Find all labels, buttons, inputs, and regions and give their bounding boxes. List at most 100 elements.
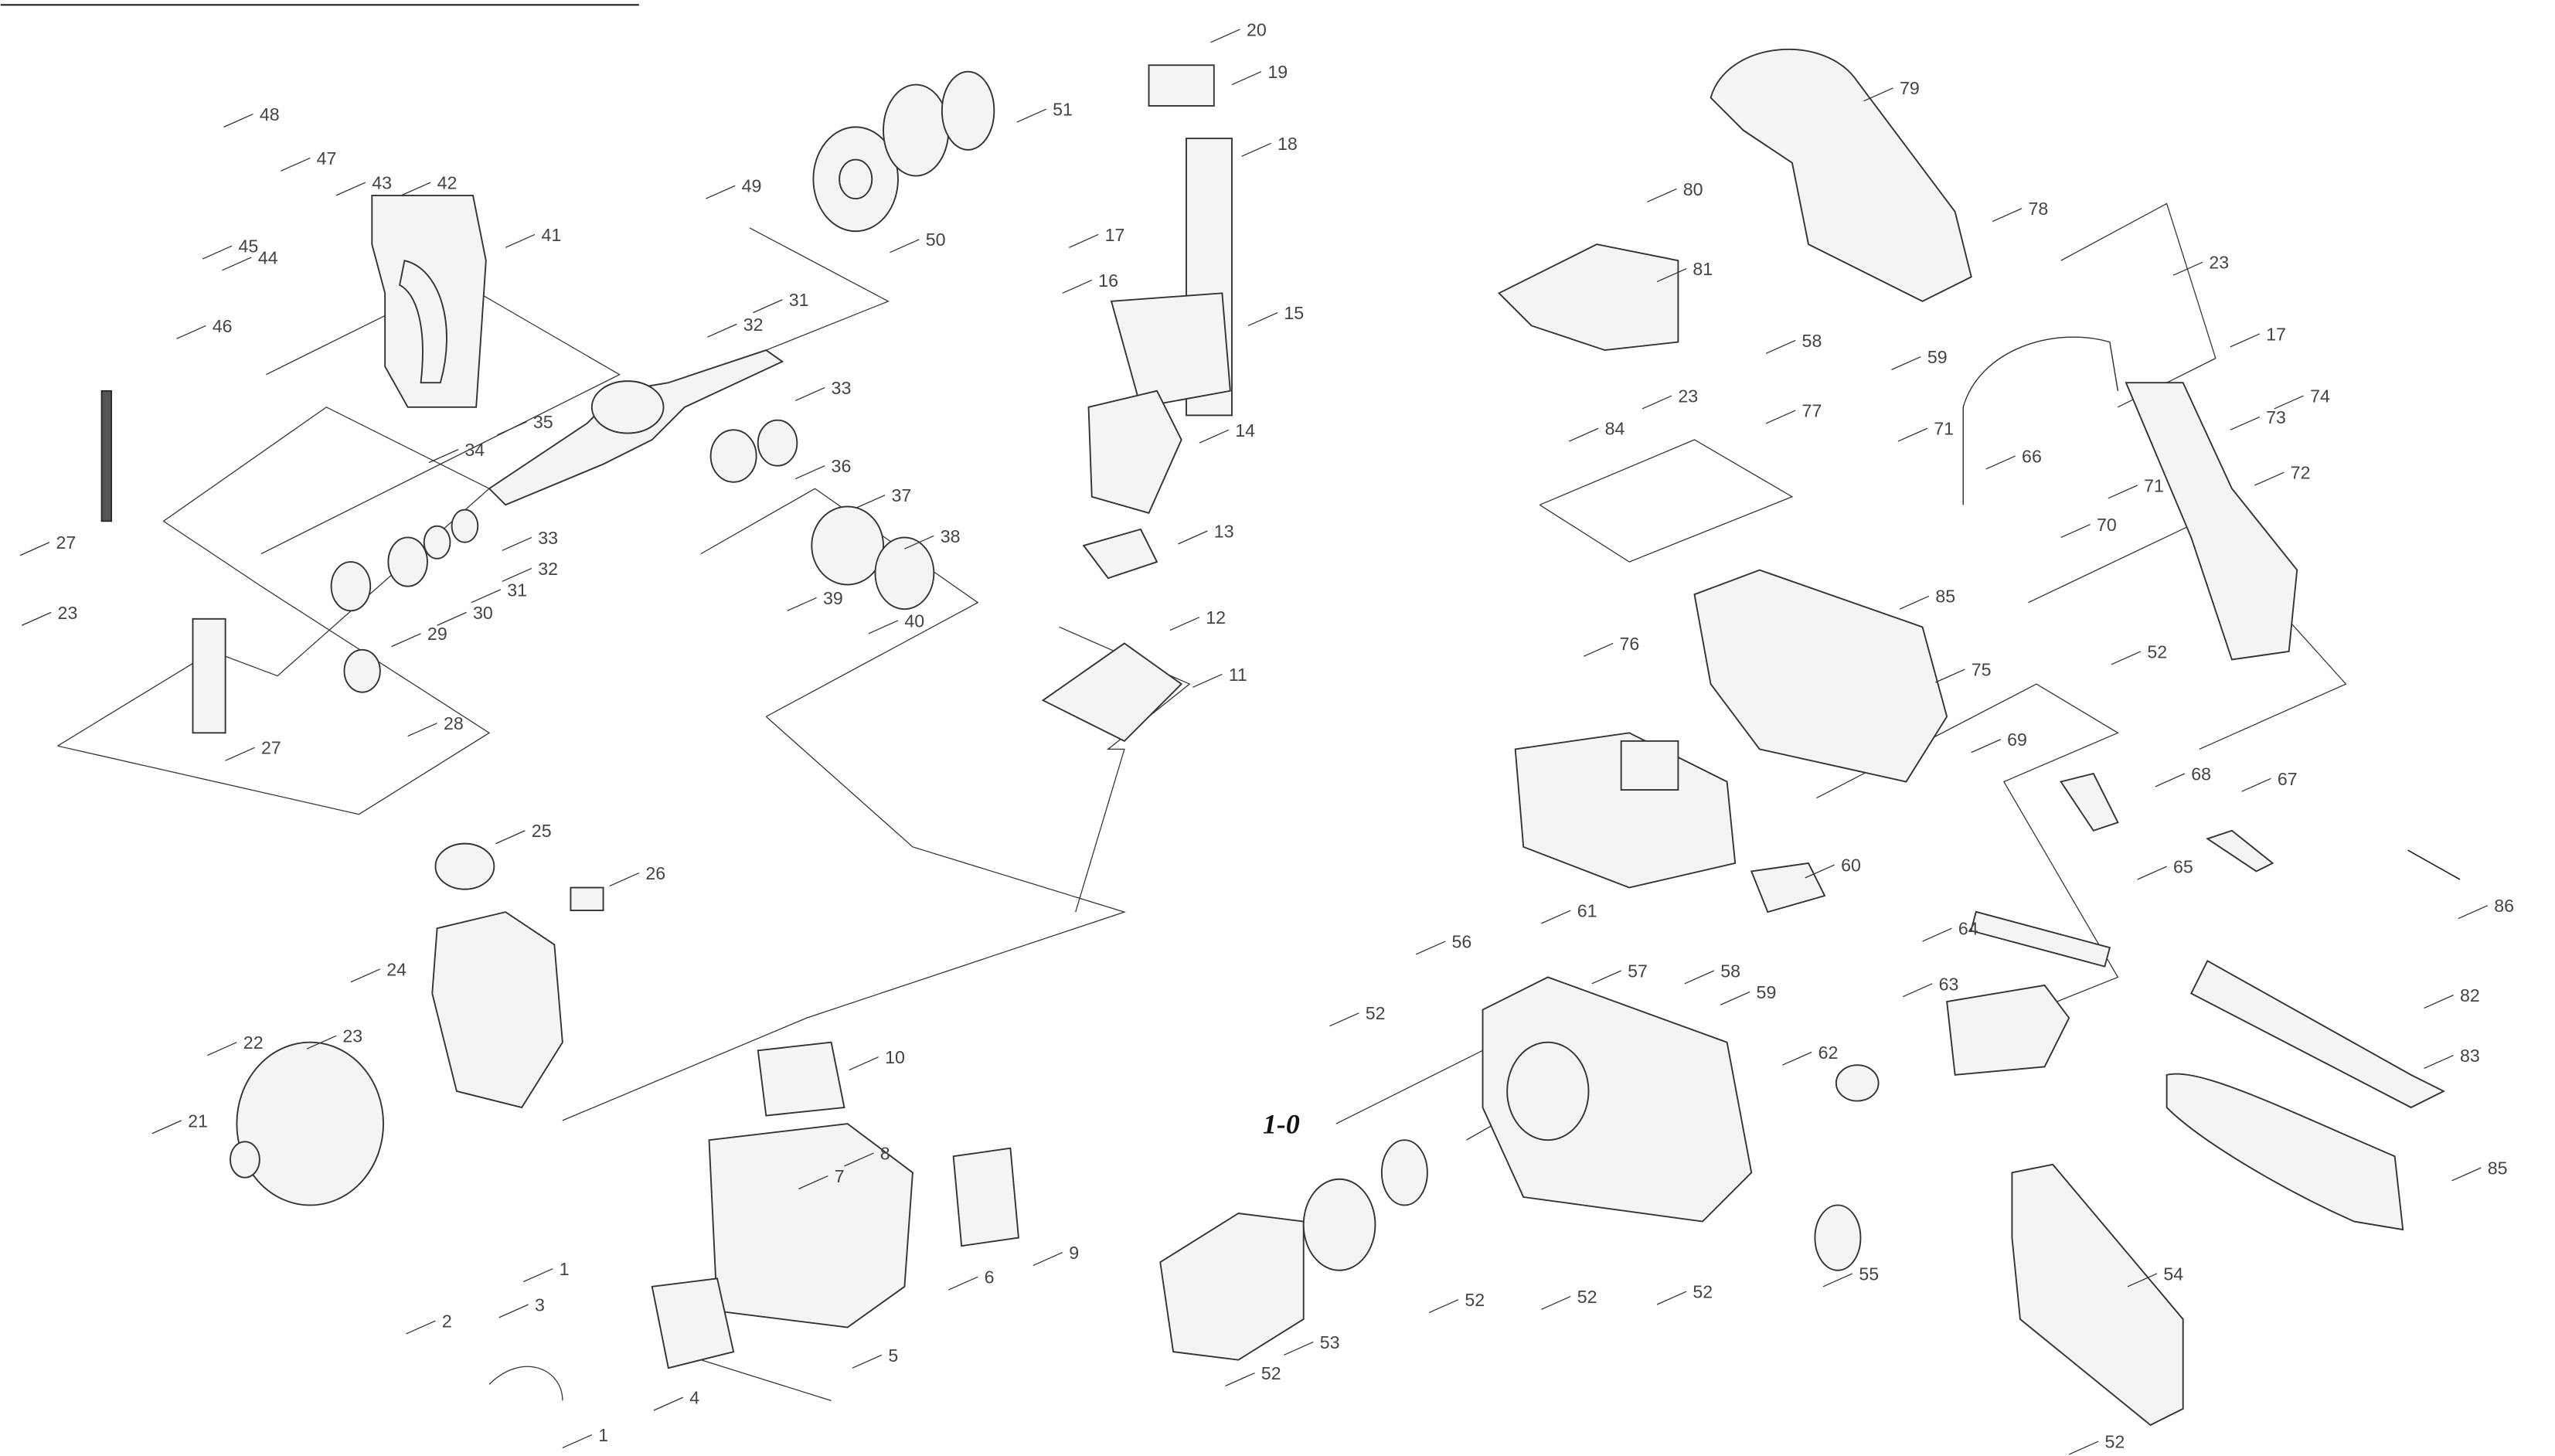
leader-line [707, 323, 737, 338]
part-number-44: 44 [258, 247, 278, 267]
leader-line [794, 386, 825, 401]
part-number-53: 53 [1320, 1332, 1340, 1352]
part-number-70: 70 [2097, 515, 2117, 535]
part-number-23: 23 [1678, 386, 1698, 407]
part-number-14: 14 [1235, 420, 1255, 441]
leader-line [502, 567, 532, 582]
part-number-85: 85 [2488, 1158, 2508, 1178]
leader-line [2111, 651, 2142, 665]
leader-line [497, 421, 527, 436]
part-number-59: 59 [1927, 347, 1948, 367]
leader-line [2108, 485, 2138, 499]
starter-cover [1159, 1213, 1305, 1361]
leader-line [609, 872, 640, 886]
leader-line [400, 182, 431, 196]
leader-line [391, 633, 421, 648]
leader-line [1192, 673, 1223, 688]
carburetor [1087, 390, 1182, 514]
leader-line [1247, 312, 1278, 327]
part-number-67: 67 [2278, 769, 2298, 789]
bar-plate [1970, 910, 2111, 968]
part-number-24: 24 [386, 959, 407, 979]
leader-line [1656, 268, 1687, 283]
part-number-12: 12 [1206, 607, 1226, 628]
fuel-tank [431, 911, 563, 1109]
filter-cover [1148, 64, 1215, 107]
air-box [1110, 292, 1231, 408]
leader-line [407, 723, 437, 737]
leader-line [1863, 87, 1893, 102]
part-number-7: 7 [835, 1166, 845, 1186]
leader-line [2137, 866, 2167, 880]
leader-line [2155, 773, 2186, 788]
part-number-52: 52 [1577, 1287, 1597, 1307]
part-number-68: 68 [2191, 764, 2211, 784]
leader-line [1647, 188, 1677, 202]
leader-line [1231, 71, 1262, 86]
part-number-77: 77 [1802, 400, 1822, 420]
part-number-52: 52 [2147, 641, 2167, 662]
engine-assembly [1514, 732, 1737, 889]
part-number-17: 17 [2266, 324, 2286, 344]
leader-line [502, 536, 532, 551]
part-number-48: 48 [260, 104, 280, 124]
part-number-71: 71 [1934, 419, 1954, 439]
part-number-43: 43 [372, 172, 392, 192]
leader-line [1902, 983, 1933, 998]
leader-line [1541, 910, 1571, 924]
leader-line [1971, 739, 2001, 754]
muffler [952, 1147, 1019, 1247]
part-number-36: 36 [832, 456, 852, 476]
leader-line [1541, 1295, 1571, 1310]
leader-line [1985, 455, 2016, 470]
leader-line [1891, 355, 1921, 370]
leader-line [849, 1056, 879, 1071]
part-number-35: 35 [533, 412, 553, 432]
leader-line [2458, 905, 2489, 920]
leader-line [1684, 970, 1715, 985]
leader-line [1068, 233, 1099, 248]
intake-manifold [1041, 642, 1183, 743]
part-number-76: 76 [1620, 634, 1640, 654]
part-number-37: 37 [892, 485, 912, 505]
part-number-73: 73 [2266, 407, 2286, 427]
part-number-34: 34 [464, 440, 485, 460]
leader-line [1992, 208, 2023, 223]
part-number-26: 26 [645, 863, 665, 883]
part-number-33: 33 [832, 378, 852, 398]
leader-line [2172, 261, 2203, 276]
part-number-13: 13 [1214, 521, 1234, 541]
ignition-coil [651, 1277, 735, 1369]
leader-line [1765, 339, 1796, 354]
part-number-52: 52 [2105, 1431, 2125, 1451]
part-number-27: 27 [261, 738, 281, 758]
part-number-18: 18 [1278, 134, 1298, 154]
leader-line [225, 747, 255, 761]
leader-line [855, 495, 886, 509]
part-number-49: 49 [742, 176, 762, 196]
leader-line [350, 968, 381, 983]
part-number-50: 50 [926, 230, 946, 250]
rear-handle-housing [1693, 569, 1948, 783]
part-number-5: 5 [888, 1345, 898, 1366]
leader-line [1016, 108, 1047, 123]
leader-line [753, 299, 783, 314]
chain-guard [2165, 1073, 2404, 1231]
leader-line [2254, 471, 2285, 486]
part-number-32: 32 [743, 315, 764, 335]
part-number-31: 31 [507, 580, 527, 600]
part-number-4: 4 [689, 1388, 699, 1408]
leader-line [505, 233, 536, 248]
part-number-29: 29 [427, 624, 447, 644]
leader-line [1935, 668, 1965, 683]
leader-line [1922, 927, 1952, 942]
leader-line [1656, 1291, 1687, 1305]
leader-line [1199, 429, 1230, 444]
leader-line [787, 597, 817, 611]
leader-line [1210, 29, 1240, 43]
leader-line [2127, 1273, 2158, 1288]
part-number-22: 22 [243, 1032, 264, 1053]
part-number-45: 45 [238, 236, 258, 257]
